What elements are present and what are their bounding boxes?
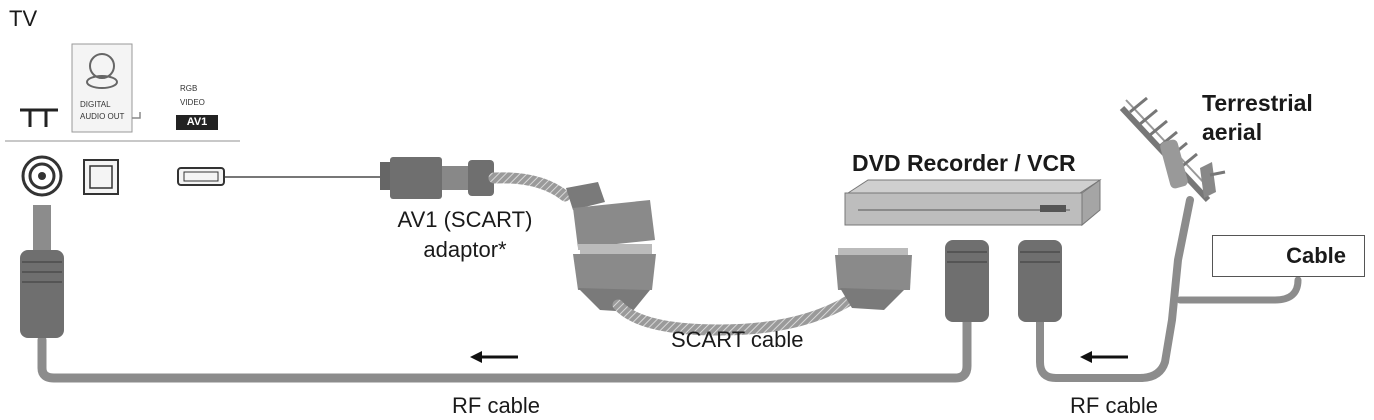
av1-adaptor-label-1: AV1 (SCART) [397,207,533,232]
av1-socket [177,167,225,186]
scart-connector-recorder [835,248,912,310]
rf-cable-recorder-aerial [1036,196,1194,382]
aerial-label: aerial [1202,119,1263,145]
arrow-left-icon [470,351,518,363]
dvd-recorder-vcr [844,179,1102,227]
rf-cable-tv-recorder [37,315,972,383]
tv-rf-plug [20,205,64,338]
av1-badge: AV1 [176,115,218,130]
optical-socket [83,159,119,195]
tv-panel-divider [5,140,240,142]
tv-antenna-port-icon [20,108,58,127]
rf-cable-label-right: RF cable [1070,393,1159,418]
digital-audio-label-1: DIGITAL [80,100,111,109]
rf-socket [21,155,63,197]
dvd-recorder-label: DVD Recorder / VCR [852,150,1076,176]
video-label: VIDEO [180,98,205,107]
scart-connector-lower-left [573,247,656,312]
tv-label: TV [9,6,38,31]
rgb-label: RGB [180,84,198,93]
digital-audio-out-icon [71,43,141,133]
recorder-rf-in-plug [1018,240,1062,322]
terrestrial-label: Terrestrial [1202,90,1313,116]
scart-cable-label: SCART cable [671,327,804,352]
av1-adaptor-plug [380,157,494,199]
scart-cable-line [612,294,856,336]
scart-connector-upper [566,182,655,250]
arrow-left-icon [1080,351,1128,363]
terrestrial-aerial [1119,96,1226,203]
av1-adaptor-label-2: adaptor* [423,237,507,262]
cable-line-to-box [1176,276,1302,304]
digital-audio-label-2: AUDIO OUT [80,112,125,121]
recorder-rf-out-plug [945,240,989,322]
adaptor-cable [488,172,571,202]
cable-box: Cable [1212,235,1365,277]
rf-cable-label-left: RF cable [452,393,541,418]
